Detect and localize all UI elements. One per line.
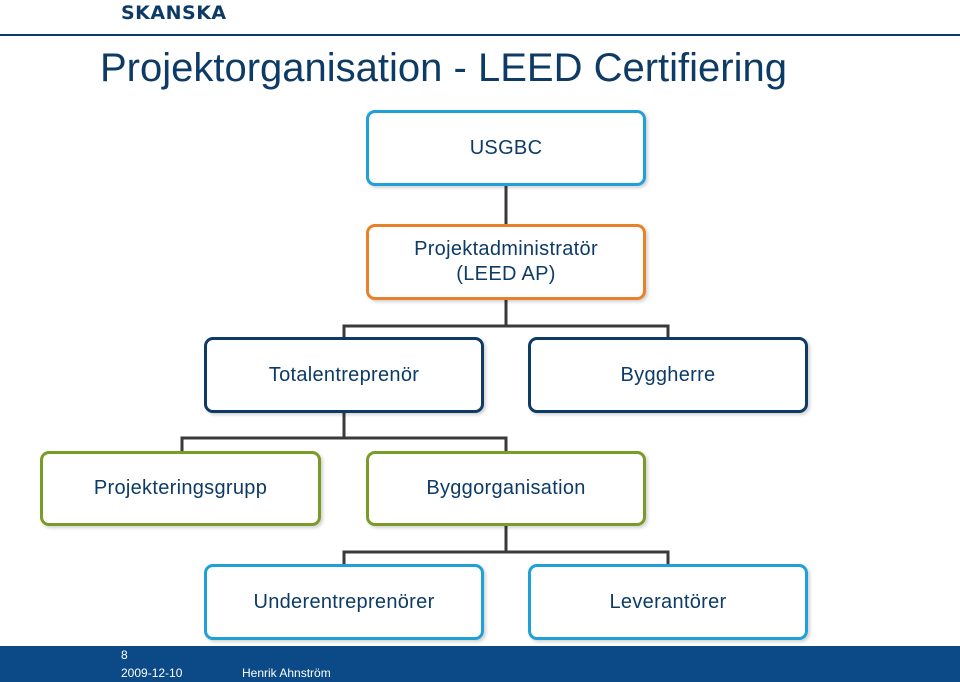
node-projektadministrator-label: Projektadministratör (LEED AP): [414, 238, 598, 285]
node-projektadministrator: Projektadministratör (LEED AP): [366, 224, 646, 300]
connector-admin-level2: [342, 300, 508, 337]
node-totalentreprenor-label: Totalentreprenör: [268, 363, 420, 386]
footer-page-number: 8: [121, 648, 128, 662]
connector-byggorg-level4: [342, 526, 508, 564]
node-byggherre-label: Byggherre: [620, 363, 716, 386]
node-totalentreprenor: Totalentreprenör: [204, 337, 484, 413]
header-divider: [0, 34, 960, 36]
page-title: Projektorganisation - LEED Certifiering: [100, 46, 787, 90]
connector-totalentreprenor-byggorg: [344, 436, 508, 451]
footer-author: Henrik Ahnström: [242, 666, 331, 680]
node-usgbc: USGBC: [366, 110, 646, 186]
node-byggherre: Byggherre: [528, 337, 808, 413]
node-underentreprenorer: Underentreprenörer: [204, 564, 484, 640]
node-projekteringsgrupp: Projekteringsgrupp: [40, 451, 321, 526]
node-usgbc-label: USGBC: [469, 136, 543, 159]
connector-admin-byggherre: [506, 324, 670, 337]
footer-date: 2009-12-10: [121, 666, 183, 680]
node-leverantorer: Leverantörer: [528, 564, 808, 640]
skanska-logo: SKANSKA: [121, 2, 227, 24]
node-byggorganisation-label: Byggorganisation: [426, 477, 586, 499]
footer-bar: [0, 646, 960, 682]
node-underentreprenorer-label: Underentreprenörer: [253, 590, 435, 613]
connector-totalentreprenor-level3: [180, 413, 346, 451]
connector-byggorg-leverantorer: [506, 550, 670, 564]
node-projekteringsgrupp-label: Projekteringsgrupp: [93, 477, 268, 499]
node-byggorganisation: Byggorganisation: [366, 451, 646, 526]
node-leverantorer-label: Leverantörer: [609, 590, 727, 613]
